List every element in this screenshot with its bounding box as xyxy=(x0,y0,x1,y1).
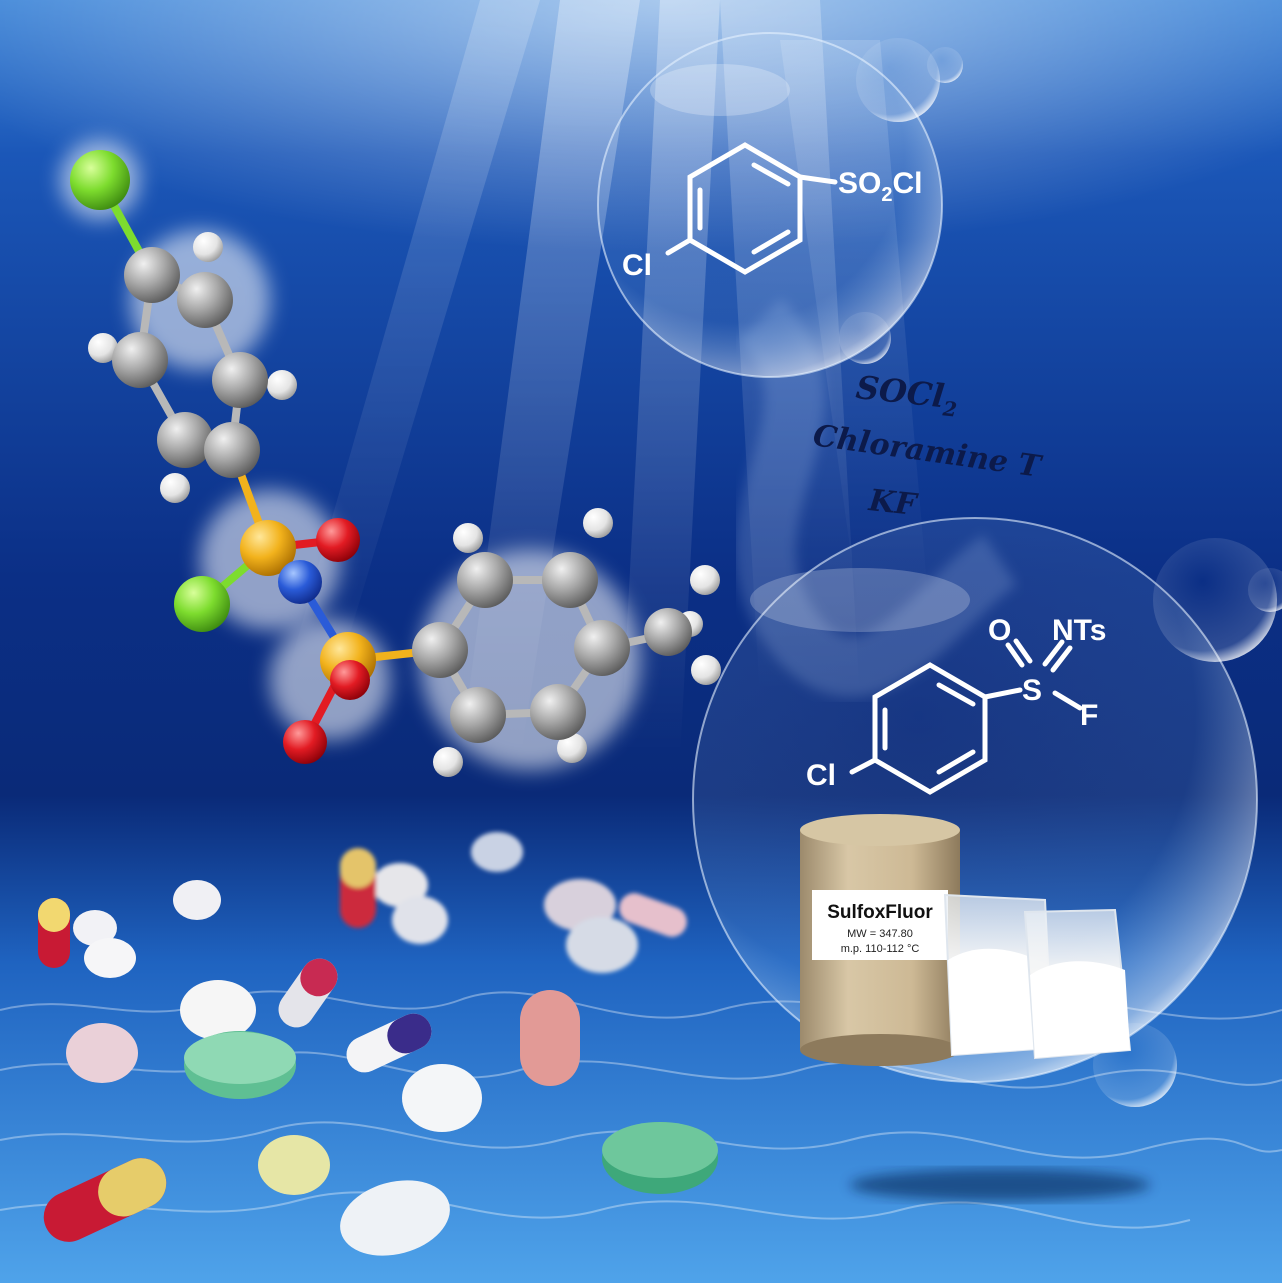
product-substituent-left: Cl xyxy=(806,759,836,792)
product-atom-nts: NTs xyxy=(1052,614,1106,647)
reactant-substituent-right: SO2Cl xyxy=(838,167,922,206)
bubble-product xyxy=(692,517,1282,1201)
product-atom-fluorine: F xyxy=(1080,699,1098,732)
bubble-reactant xyxy=(597,32,963,378)
structure-sulfoxfluor xyxy=(849,638,1083,795)
molecule-3d-model xyxy=(60,140,721,777)
reagent-thionyl-chloride: SOCl2 xyxy=(854,368,961,421)
reactant-substituent-left: Cl xyxy=(622,249,652,282)
drum-label-mp: m.p. 110-112 °C xyxy=(841,943,920,955)
sulfoxfluor-drum xyxy=(800,814,960,1066)
drum-label-panel xyxy=(812,890,948,960)
drum-label-mw: MW = 347.80 xyxy=(847,928,913,940)
product-atom-oxygen: O xyxy=(988,614,1011,647)
drum-label-name: SulfoxFluor xyxy=(827,902,933,923)
product-atom-sulfur: S xyxy=(1022,674,1042,707)
reagent-potassium-fluoride: KF xyxy=(866,483,920,523)
scattered-pills xyxy=(38,832,718,1256)
structure-4-chlorobenzenesulfonyl-chloride xyxy=(665,142,838,275)
powder-bags xyxy=(943,893,1132,1060)
